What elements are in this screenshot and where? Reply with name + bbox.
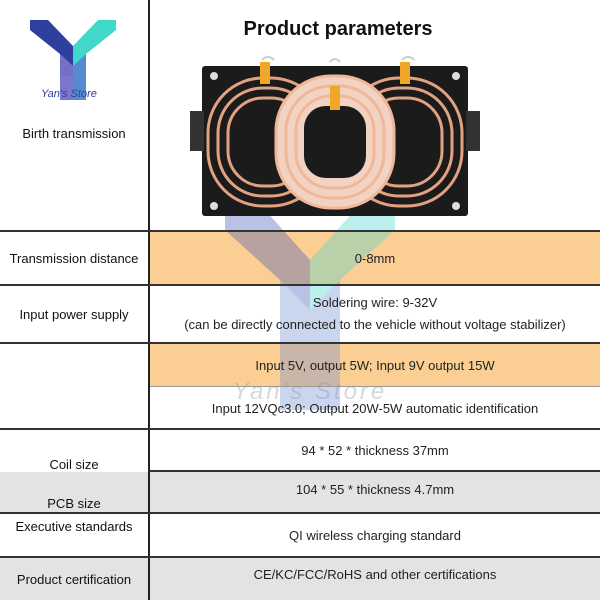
row-value-coil-size: 94 * 52 * thickness 37mm — [301, 442, 449, 458]
row-label-coil-size: Coil size — [49, 456, 99, 472]
row-label-input-power: Input power supply — [19, 306, 129, 322]
row-divider-7 — [0, 556, 600, 558]
store-name: Yan's Store — [41, 88, 97, 100]
row-divider-2 — [0, 284, 600, 286]
store-logo-icon — [30, 20, 116, 100]
watermark-text: Yan's Store — [232, 378, 388, 405]
pcb-grey-label-bg — [0, 472, 148, 512]
row-label-executive-standards: Executive standards — [15, 518, 133, 534]
distance-highlight — [150, 232, 600, 284]
page-title: Product parameters — [243, 18, 433, 40]
output-highlight — [150, 344, 600, 386]
cert-grey-row — [150, 558, 600, 600]
row-value-pcb-size: 104 * 55 * thickness 4.7mm — [295, 481, 455, 497]
cert-grey-label-bg — [0, 558, 148, 600]
row-value-executive-standards: QI wireless charging standard — [289, 527, 461, 543]
row-divider-6 — [0, 512, 600, 514]
row-value-product-certification: CE/KC/FCC/RoHS and other certifications — [253, 566, 497, 582]
row-label-birth-transmission: Birth transmission — [22, 125, 126, 141]
row-divider-5 — [150, 470, 600, 472]
row-value-output-a: Input 5V, output 5W; Input 9V output 15W — [255, 357, 495, 373]
row-divider-4 — [0, 428, 600, 430]
row-label-product-certification: Product certification — [16, 571, 132, 587]
row-divider-1 — [0, 230, 600, 232]
row-label-pcb-size: PCB size — [47, 495, 101, 511]
row-value-output-b: Input 12VQc3.0; Output 20W-5W automatic … — [211, 400, 539, 416]
row-divider-3 — [0, 342, 600, 344]
pcb-grey-row — [150, 472, 600, 512]
store-watermark-icon — [225, 210, 395, 410]
row-value-input-power: Soldering wire: 9-32V (can be directly c… — [184, 295, 566, 332]
column-divider — [148, 0, 150, 600]
coil-board-image — [190, 56, 480, 216]
row-value-transmission-distance: 0-8mm — [354, 250, 396, 266]
row-divider-output — [150, 386, 600, 387]
row-label-transmission-distance: Transmission distance — [9, 250, 139, 266]
